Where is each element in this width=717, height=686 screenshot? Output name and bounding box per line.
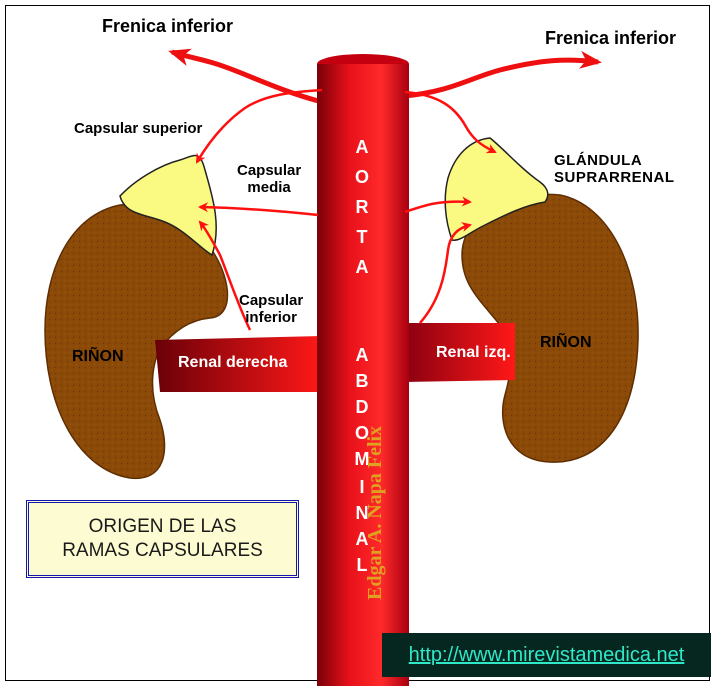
renal-izq-label: Renal izq. [436, 344, 511, 362]
frenica-left-branch [172, 52, 322, 102]
title-line1: ORIGEN DE LAS [89, 516, 237, 537]
capsular-superior-left-arrow [197, 90, 322, 162]
title-box: ORIGEN DE LAS RAMAS CAPSULARES [26, 500, 299, 578]
capsular-media-left-arrow [200, 207, 318, 215]
glandula-line2: SUPRARRENAL [554, 169, 675, 186]
rinon-left-label: RIÑON [72, 348, 124, 366]
aorta-letter: O [347, 168, 377, 186]
aorta-letter: T [347, 228, 377, 246]
capsular-superior-label: Capsular superior [74, 120, 202, 137]
renal-derecha-label: Renal derecha [178, 354, 287, 372]
capsular-inferior-label: Capsular inferior [239, 292, 303, 327]
aorta-letter: A [347, 138, 377, 156]
capsular-media-line1: Capsular [237, 162, 301, 179]
aorta-letter: R [347, 198, 377, 216]
aorta-letter: A [347, 258, 377, 276]
capsular-media-line2: media [237, 179, 301, 196]
aorta-letter: D [347, 398, 377, 416]
frenica-inferior-right-label: Frenica inferior [545, 28, 676, 49]
capsular-inferior-line1: Capsular [239, 292, 303, 309]
aorta-letter: A [347, 346, 377, 364]
capsular-media-label: Capsular media [237, 162, 301, 197]
author-credit: Edgar A. Napa Felix [364, 426, 387, 600]
frenica-inferior-left-label: Frenica inferior [102, 16, 233, 37]
url-banner: http://www.mirevistamedica.net [382, 633, 711, 677]
glandula-suprarrenal-label: GLÁNDULA SUPRARRENAL [554, 152, 675, 187]
title-text: ORIGEN DE LAS RAMAS CAPSULARES [62, 515, 263, 563]
glandula-line1: GLÁNDULA [554, 152, 675, 169]
rinon-right-label: RIÑON [540, 334, 592, 352]
capsular-superior-right-arrow [405, 92, 495, 152]
website-link[interactable]: http://www.mirevistamedica.net [409, 644, 685, 667]
capsular-inferior-line2: inferior [239, 309, 303, 326]
title-line2: RAMAS CAPSULARES [62, 540, 263, 561]
capsular-inferior-right-arrow [420, 225, 470, 323]
frenica-right-branch [404, 60, 598, 96]
aorta-letter: B [347, 372, 377, 390]
